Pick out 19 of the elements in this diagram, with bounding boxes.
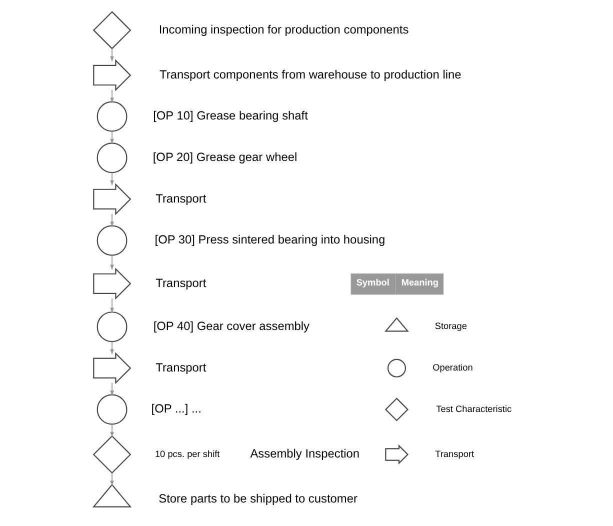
legend-label: Transport: [435, 448, 474, 459]
node-label: [OP 10] Grease bearing shaft: [153, 108, 308, 123]
node-label: Incoming inspection for production components: [158, 22, 409, 36]
label: Meaning: [401, 278, 439, 288]
node-label: [OP 40] Gear cover assembly: [153, 318, 310, 333]
node-label: Transport: [156, 360, 206, 374]
node-label: Transport: [156, 191, 206, 206]
node-label: Transport: [156, 276, 206, 290]
node-label: Store parts to be shipped to customer: [158, 492, 358, 506]
legend-label: Operation: [432, 362, 473, 372]
node-label: Assembly Inspection: [250, 446, 360, 461]
label: Symbol: [356, 278, 390, 288]
node-label: Transport components from warehouse to production line: [160, 67, 462, 82]
node-label: [OP 20] Grease gear wheel: [152, 150, 298, 164]
node-label: [OP ...] ...: [151, 402, 202, 416]
node-label: 10 pcs. per shift: [154, 448, 220, 459]
legend-label: Test Characteristic: [436, 404, 512, 414]
legend-label: Storage: [434, 321, 467, 332]
node-label: [OP 30] Press sintered bearing into housing: [154, 232, 386, 247]
